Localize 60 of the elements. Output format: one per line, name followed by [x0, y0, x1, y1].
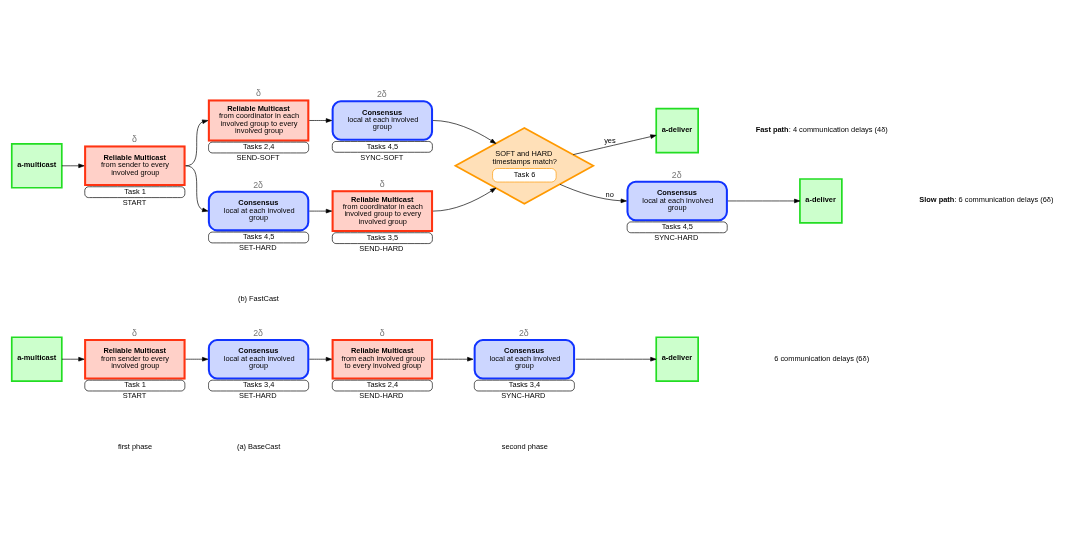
node-label: Task 1 [124, 187, 146, 197]
node-label: Tasks 2,4 [243, 142, 275, 152]
label: 6 communication delays (6δ) [774, 354, 870, 364]
node-label: SEND-HARD [359, 243, 404, 253]
node-label: δ [379, 327, 385, 338]
node-box: a-deliver [655, 107, 699, 154]
arrow [185, 119, 209, 167]
arrow [61, 357, 85, 362]
node-label: δ [255, 88, 261, 99]
arrow [432, 357, 474, 362]
node-diamond: SOFT and HARD timestamps match? Task 6 [453, 126, 596, 205]
arrow [727, 198, 801, 204]
node-label: 2δ [253, 179, 263, 190]
node-label: SYNC-HARD [654, 233, 699, 243]
arrow [432, 187, 497, 212]
node-label: Tasks 4,5 [661, 222, 693, 232]
arrow [308, 208, 332, 214]
label: second phase [501, 442, 548, 452]
label: Fast path: 4 communication delays (4δ) [755, 124, 888, 134]
node-label: SYNC-HARD [501, 391, 546, 401]
node-label: 2δ [518, 327, 529, 338]
node-label: Tasks 2,4 [366, 380, 399, 390]
arrow [432, 120, 497, 144]
node-label: SEND-HARD [359, 391, 404, 401]
node-label: START [122, 391, 147, 401]
node-label: δ [132, 327, 138, 338]
arrow [575, 357, 657, 362]
node-box: a-deliver [655, 336, 699, 383]
edge-label: yes [604, 136, 616, 146]
label: first phase [117, 442, 153, 452]
label: (a) BaseCast [236, 442, 281, 452]
node-box: a-multicast [10, 336, 63, 383]
arrow [185, 357, 209, 362]
node-label: SYNC-SOFT [360, 152, 404, 162]
node-label: 2δ [376, 89, 387, 100]
arrow [61, 163, 85, 169]
arrow [185, 165, 209, 213]
node-label: Tasks 3,4 [243, 380, 275, 390]
node-label: 2δ [671, 169, 682, 180]
node-box: a-deliver [799, 178, 843, 224]
arrow [308, 118, 332, 123]
arrow [308, 357, 332, 362]
node-label: SET-HARD [238, 243, 277, 253]
node-label: Tasks 4,5 [243, 232, 275, 242]
node-label: Tasks 3,5 [366, 233, 399, 243]
node-box: a-multicast [10, 142, 63, 189]
node-label: Tasks 4,5 [366, 141, 399, 151]
arrow [559, 183, 627, 204]
node-label: 2δ [253, 327, 263, 338]
label: Slow path: 6 communication delays (6δ) [919, 195, 1054, 205]
node-label: Task 1 [124, 380, 146, 390]
node-label: δ [379, 179, 385, 190]
node-label: δ [132, 134, 138, 145]
arrow [572, 134, 657, 155]
node-label: SEND-SOFT [236, 153, 280, 163]
node-label: START [122, 197, 147, 207]
edge-label: no [605, 190, 614, 200]
node-label: SET-HARD [238, 391, 277, 401]
node-label: Tasks 3,4 [508, 380, 541, 390]
label: (b) FastCast [237, 293, 279, 303]
